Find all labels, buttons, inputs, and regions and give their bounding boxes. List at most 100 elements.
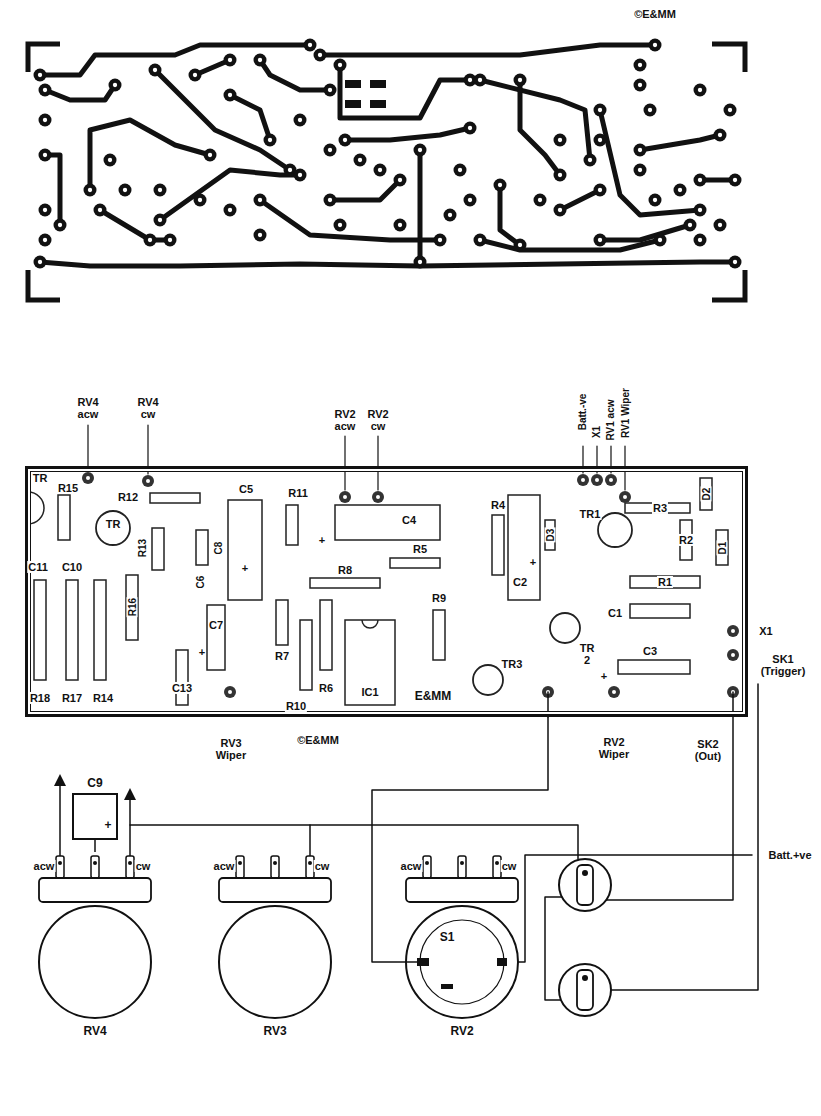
pot-housing [406,878,518,902]
pad-hole [298,118,302,122]
pad-hole [728,108,732,112]
terminal-label: acw [400,860,423,872]
component-label: C7 [208,619,224,631]
wire-connector [94,840,96,852]
pad-hole [108,158,112,162]
component-label: C1 [607,607,623,619]
foil-pad [654,234,667,247]
pad-hole [612,690,616,694]
board-pad [142,475,154,487]
pad-hole [338,223,342,227]
foil-pad [304,39,317,52]
foil-track [345,128,470,140]
pad-hole [448,213,452,217]
transistor-symbol [28,492,44,524]
pad-hole [146,479,150,483]
part-name: C9 [86,777,103,790]
foil-pad [714,129,727,142]
pad-hole [468,198,472,202]
component-label: R2 [678,534,694,546]
component-label: R18 [29,692,51,704]
terminal-label: RV2 cw [366,408,389,432]
pot-knob [406,906,518,1018]
foil-pad [729,174,742,187]
foil-pad [674,184,687,197]
foil-pad [474,74,487,87]
pad-hole [268,138,272,142]
terminal-label: acw [33,860,56,872]
pad-hole [648,108,652,112]
switched-potentiometer: S1RV2 [397,852,527,1044]
component-label: D2 [701,487,712,502]
pad-hole [328,198,332,202]
part-name: RV2 [449,1025,474,1038]
pot-lug [423,856,431,878]
component-label: R11 [287,487,309,499]
lug-hole [238,861,242,865]
switch-wire [397,961,417,963]
foil-pad [94,204,107,217]
foil-track [330,180,400,200]
foil-track [500,185,520,245]
foil-pad [649,39,662,52]
terminal-label: Batt.+ve [767,849,812,861]
pad-hole [558,138,562,142]
resistor-symbol [492,515,504,575]
pad-hole [458,168,462,172]
pad-hole [638,63,642,67]
foil-pad [334,59,347,72]
board-marking: E&MM [414,690,453,703]
resistor-symbol [433,610,445,660]
resistor-symbol [34,580,46,680]
component-label: + [529,556,537,568]
pad-hole [653,198,657,202]
terminal-label: cw [314,860,331,872]
pad-hole [288,168,292,172]
flying-lead [59,780,61,856]
foil-pad [464,194,477,207]
pad-hole [558,173,562,177]
socket-tag [577,970,593,1010]
foil-pad [554,169,567,182]
corner-bracket [712,270,745,300]
pad-hole [328,88,332,92]
pad-hole [518,243,522,247]
foil-pad [694,234,707,247]
capacitor-symbol [176,650,188,705]
pad-hole [158,218,162,222]
foil-pad [39,204,52,217]
ic-pad [370,80,386,88]
foil-pad [644,104,657,117]
capacitor-symbol [228,500,262,600]
resistor-symbol [630,576,700,588]
terminal-label: acw [213,860,236,872]
foil-pad [494,179,507,192]
foil-pad [164,234,177,247]
foil-pad [119,184,132,197]
hookup-wire [130,825,578,859]
foil-pad [154,184,167,197]
foil-pad [194,194,207,207]
board-pad [727,649,739,661]
transistor-symbol [598,513,632,547]
pad-hole [731,653,735,657]
pot-lug [91,856,99,878]
transistor-symbol [473,665,503,695]
copper-foil [28,39,745,301]
pad-hole [733,260,737,264]
terminal-label: RV3 Wiper [215,737,247,761]
terminal-label: RV4 cw [136,396,159,420]
lug-hole [495,861,499,865]
foil-pad [39,149,52,162]
ic-notch [362,620,378,628]
foil-pad [729,256,742,269]
foil-pad [414,256,427,269]
ic-symbol [345,620,395,705]
jack-socket [559,964,611,1016]
pcb-board: E&MM [25,466,748,717]
foil-track [260,60,330,90]
foil-pad [154,214,167,227]
board-pad [591,474,603,486]
component-label: R5 [412,543,428,555]
